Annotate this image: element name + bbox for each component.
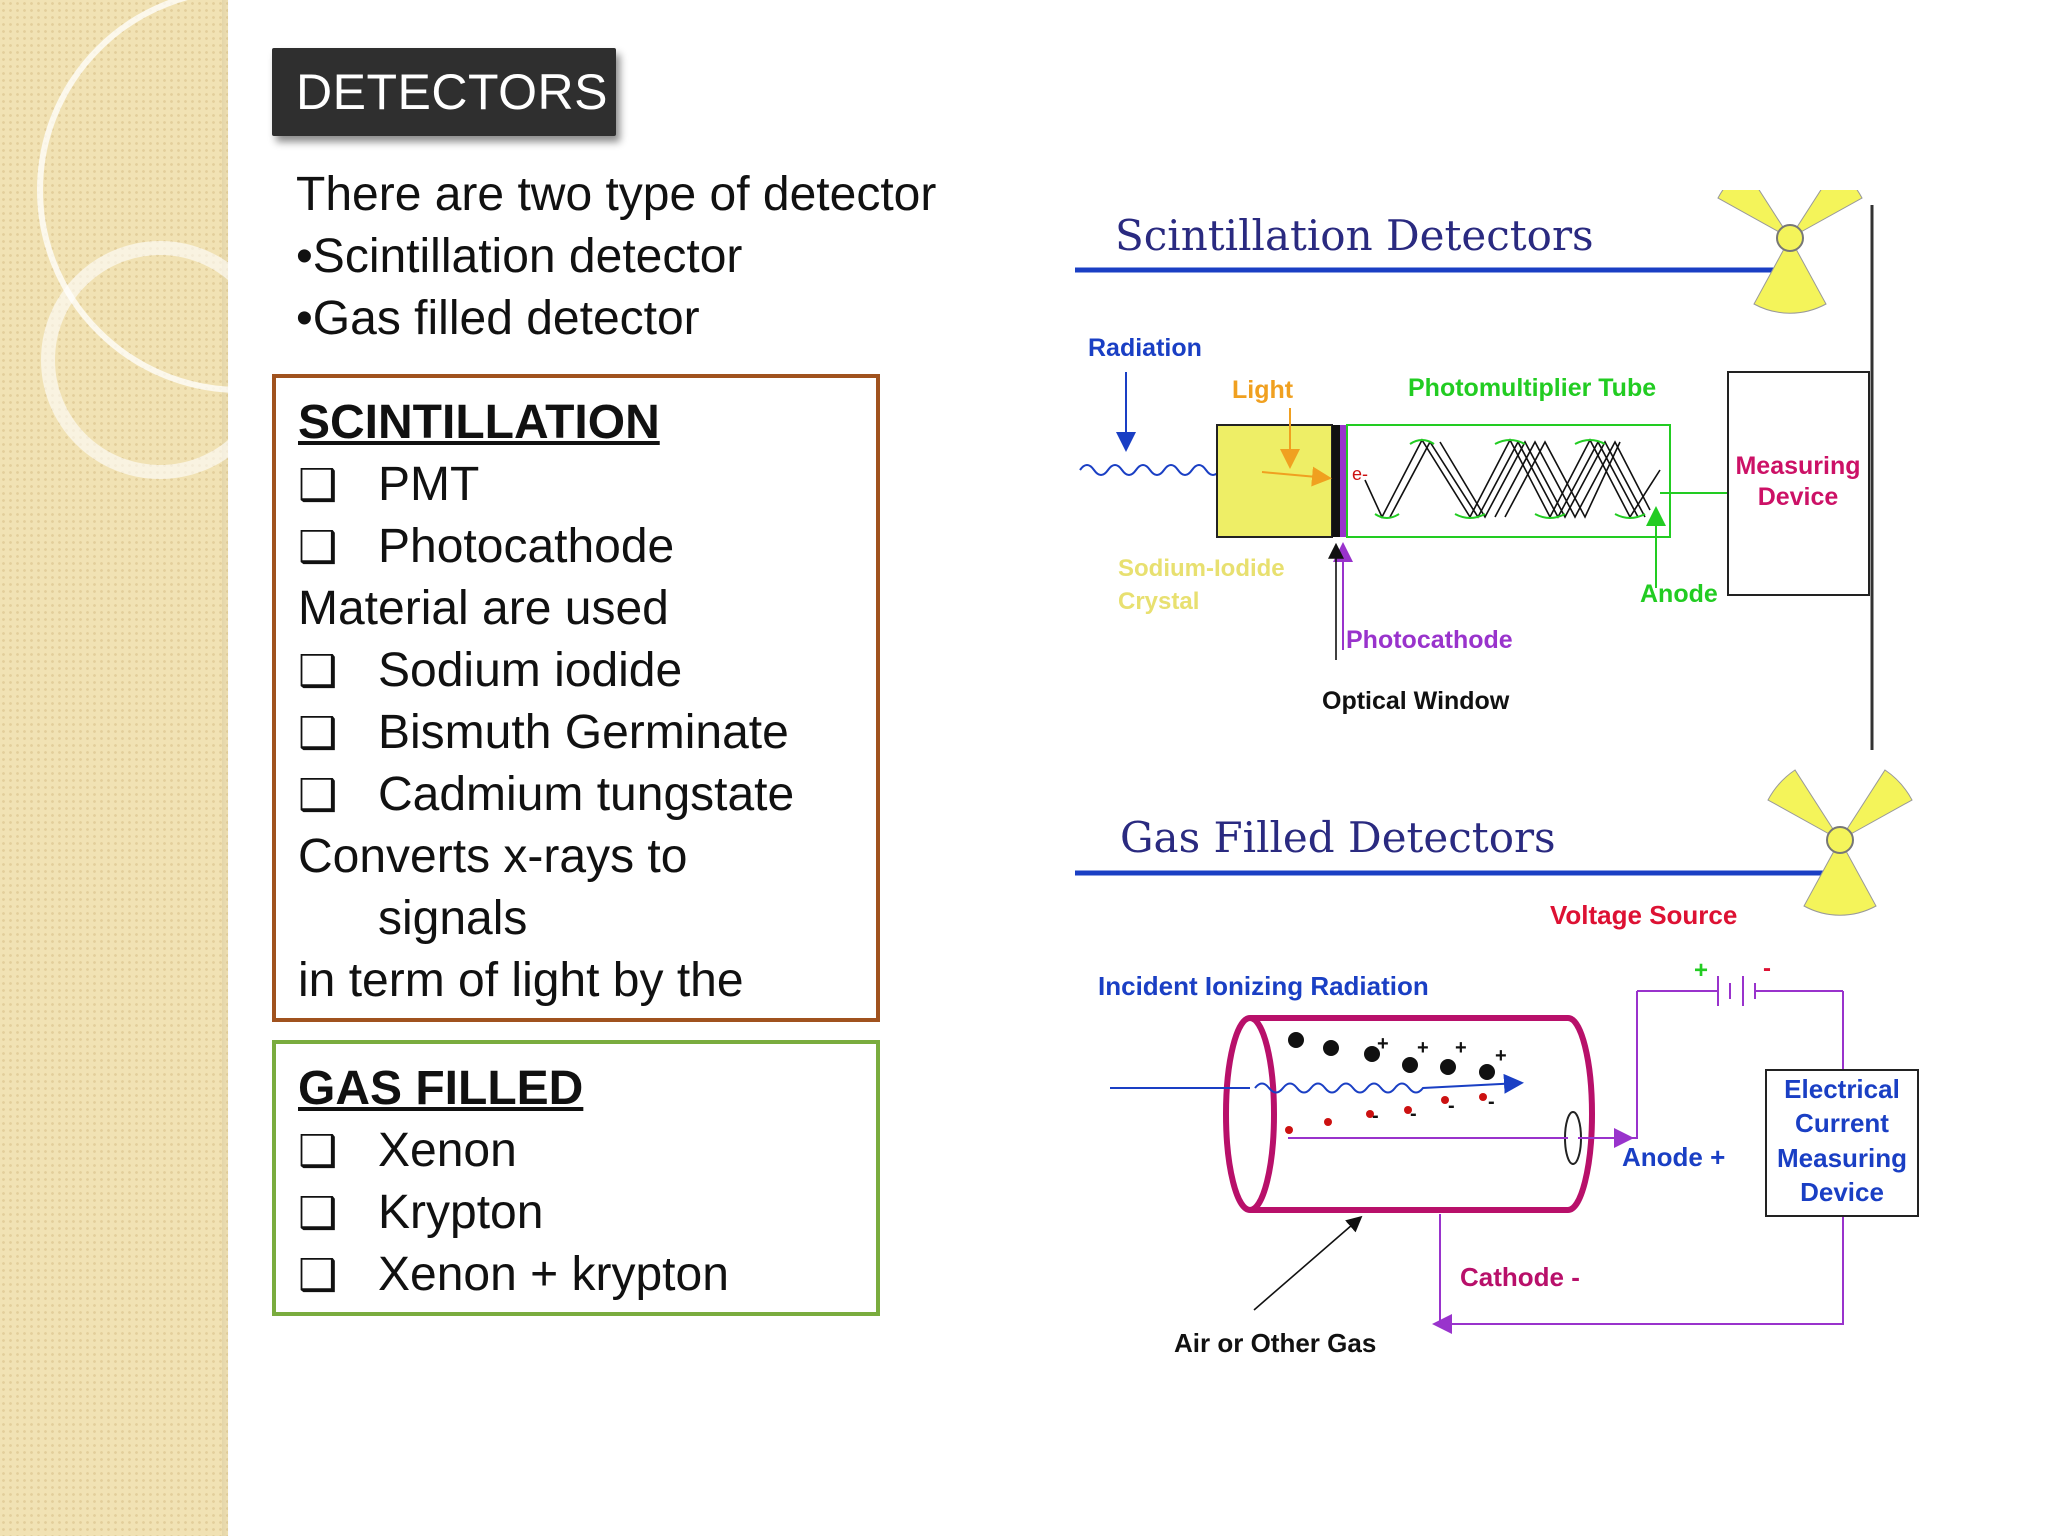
ion-sign: + xyxy=(1417,1037,1429,1059)
electron-cascade xyxy=(1364,438,1661,519)
air-gas-label: Air or Other Gas xyxy=(1174,1328,1376,1358)
converts-line: in term of light by the xyxy=(298,954,744,1007)
optical-window-label: Optical Window xyxy=(1322,687,1510,715)
converts-line: signals xyxy=(378,892,528,945)
list-item-text: Xenon + krypton xyxy=(378,1248,729,1301)
ion-sign: - xyxy=(1372,1105,1379,1127)
intro-line: There are two type of detector xyxy=(296,168,937,221)
ion-sign: + xyxy=(1377,1033,1389,1055)
list-item-text: Sodium iodide xyxy=(378,644,683,697)
list-item: ❑ Photocathode xyxy=(298,516,794,578)
radiation-label: Radiation xyxy=(1088,334,1202,362)
converts-line: process of Scintillation xyxy=(298,1012,794,1018)
positive-ions xyxy=(1288,1032,1495,1080)
pmt-label: Photomultiplier Tube xyxy=(1408,374,1656,402)
scint-diagram-title: Scintillation Detectors xyxy=(1115,211,1594,260)
ion-sign: - xyxy=(1410,1103,1417,1125)
crystal-label: Sodium-Iodide xyxy=(1118,555,1285,582)
materials-line: Material are used xyxy=(298,582,669,635)
slide-title-tag: DETECTORS xyxy=(272,48,616,136)
electrical-device-label: Electrical xyxy=(1784,1074,1900,1104)
list-item: ❑ PMT xyxy=(298,454,794,516)
gas-chamber-cylinder xyxy=(1223,1015,1595,1213)
list-item-text: Cadmium tungstate xyxy=(378,768,795,821)
list-item: ❑ Sodium iodide xyxy=(298,640,794,702)
list-item-text: PMT xyxy=(378,458,480,511)
ion-sign: - xyxy=(1488,1091,1495,1113)
gas-filled-diagram: Gas Filled Detectors Voltage Source + - … xyxy=(1075,769,1919,1358)
ion-sign: + xyxy=(1455,1037,1467,1059)
light-arrow-horizontal xyxy=(1261,466,1332,487)
gas-filled-box: GAS FILLED ❑ Xenon ❑ Krypton ❑ Xenon + kryp… xyxy=(272,1040,880,1316)
detector-diagram: Scintillation Detectors Radiation Light … xyxy=(1075,190,1919,1358)
radiation-symbol-icon xyxy=(1767,769,1913,916)
sodium-iodide-crystal xyxy=(1216,424,1333,538)
incident-radiation-label: Incident Ionizing Radiation xyxy=(1098,971,1429,1001)
optical-window-strip xyxy=(1332,425,1340,537)
incident-wave xyxy=(1254,1073,1524,1094)
list-item: ❑ Krypton xyxy=(298,1182,729,1244)
decorative-ring-large xyxy=(37,0,240,393)
checkbox-bullet-icon: ❑ xyxy=(298,1189,338,1238)
measuring-device-label: Measuring xyxy=(1735,452,1860,480)
electrical-device-label: Device xyxy=(1800,1177,1884,1207)
list-item-text: Krypton xyxy=(378,1186,544,1239)
measuring-device-label: Device xyxy=(1758,483,1839,511)
checkbox-bullet-icon: ❑ xyxy=(298,461,338,510)
checkbox-bullet-icon: ❑ xyxy=(298,647,338,696)
measuring-device-box xyxy=(1727,371,1870,596)
photocathode-label: Photocathode xyxy=(1346,626,1513,654)
ion-signs: + + + + - - - - xyxy=(1372,1033,1507,1127)
battery-symbol-icon xyxy=(1637,976,1843,1006)
light-label: Light xyxy=(1232,376,1294,404)
slide-title: DETECTORS xyxy=(296,64,608,120)
list-item: ❑ Xenon + krypton xyxy=(298,1244,729,1306)
gas-diagram-title: Gas Filled Detectors xyxy=(1120,813,1556,862)
anode-label: Anode xyxy=(1640,580,1718,608)
electron-label: e- xyxy=(1352,464,1368,484)
list-item: ❑ Xenon xyxy=(298,1120,729,1182)
electrons xyxy=(1285,1093,1487,1134)
scintillation-diagram: Scintillation Detectors Radiation Light … xyxy=(1075,190,1874,750)
list-item-text: Xenon xyxy=(378,1124,517,1177)
ion-sign: - xyxy=(1448,1095,1455,1117)
list-item-text: Bismuth Germinate xyxy=(378,706,789,759)
electrical-device-label: Measuring xyxy=(1777,1143,1907,1173)
intro-text: There are two type of detector •Scintill… xyxy=(296,164,936,350)
dynode-arcs xyxy=(1374,439,1646,519)
checkbox-bullet-icon: ❑ xyxy=(298,771,338,820)
gas-filled-heading: GAS FILLED xyxy=(298,1062,584,1115)
decorative-ring-small xyxy=(41,241,240,479)
crystal-label: Crystal xyxy=(1118,588,1199,615)
battery-plus-label: + xyxy=(1694,957,1708,984)
voltage-source-label: Voltage Source xyxy=(1550,900,1737,930)
photomultiplier-tube xyxy=(1346,424,1671,538)
scintillation-box: SCINTILLATION ❑ PMT ❑ Photocathode Materia… xyxy=(272,374,880,1022)
gas-pointer-arrow xyxy=(1253,1215,1363,1311)
list-item-text: Photocathode xyxy=(378,520,675,573)
electrical-current-device-box xyxy=(1765,1069,1919,1217)
intro-bullet-gas: •Gas filled detector xyxy=(296,292,700,345)
side-band-shadow xyxy=(222,0,230,1536)
electrical-device-label: Current xyxy=(1795,1108,1889,1138)
converts-line: Converts x-rays to xyxy=(298,830,688,883)
ion-sign: + xyxy=(1495,1045,1507,1067)
checkbox-bullet-icon: ❑ xyxy=(298,1251,338,1300)
intro-bullet-scintillation: •Scintillation detector xyxy=(296,230,743,283)
scintillation-heading: SCINTILLATION xyxy=(298,396,660,449)
battery-minus-label: - xyxy=(1763,955,1771,982)
photocathode-strip xyxy=(1340,425,1347,537)
decorative-rings xyxy=(37,0,240,479)
list-item: ❑ Bismuth Germinate xyxy=(298,702,794,764)
checkbox-bullet-icon: ❑ xyxy=(298,1127,338,1176)
radiation-symbol-icon xyxy=(1717,190,1863,314)
cathode-minus-label: Cathode - xyxy=(1460,1262,1580,1292)
checkbox-bullet-icon: ❑ xyxy=(298,709,338,758)
checkbox-bullet-icon: ❑ xyxy=(298,523,338,572)
list-item: ❑ Cadmium tungstate xyxy=(298,764,794,826)
anode-plus-label: Anode + xyxy=(1622,1142,1725,1172)
